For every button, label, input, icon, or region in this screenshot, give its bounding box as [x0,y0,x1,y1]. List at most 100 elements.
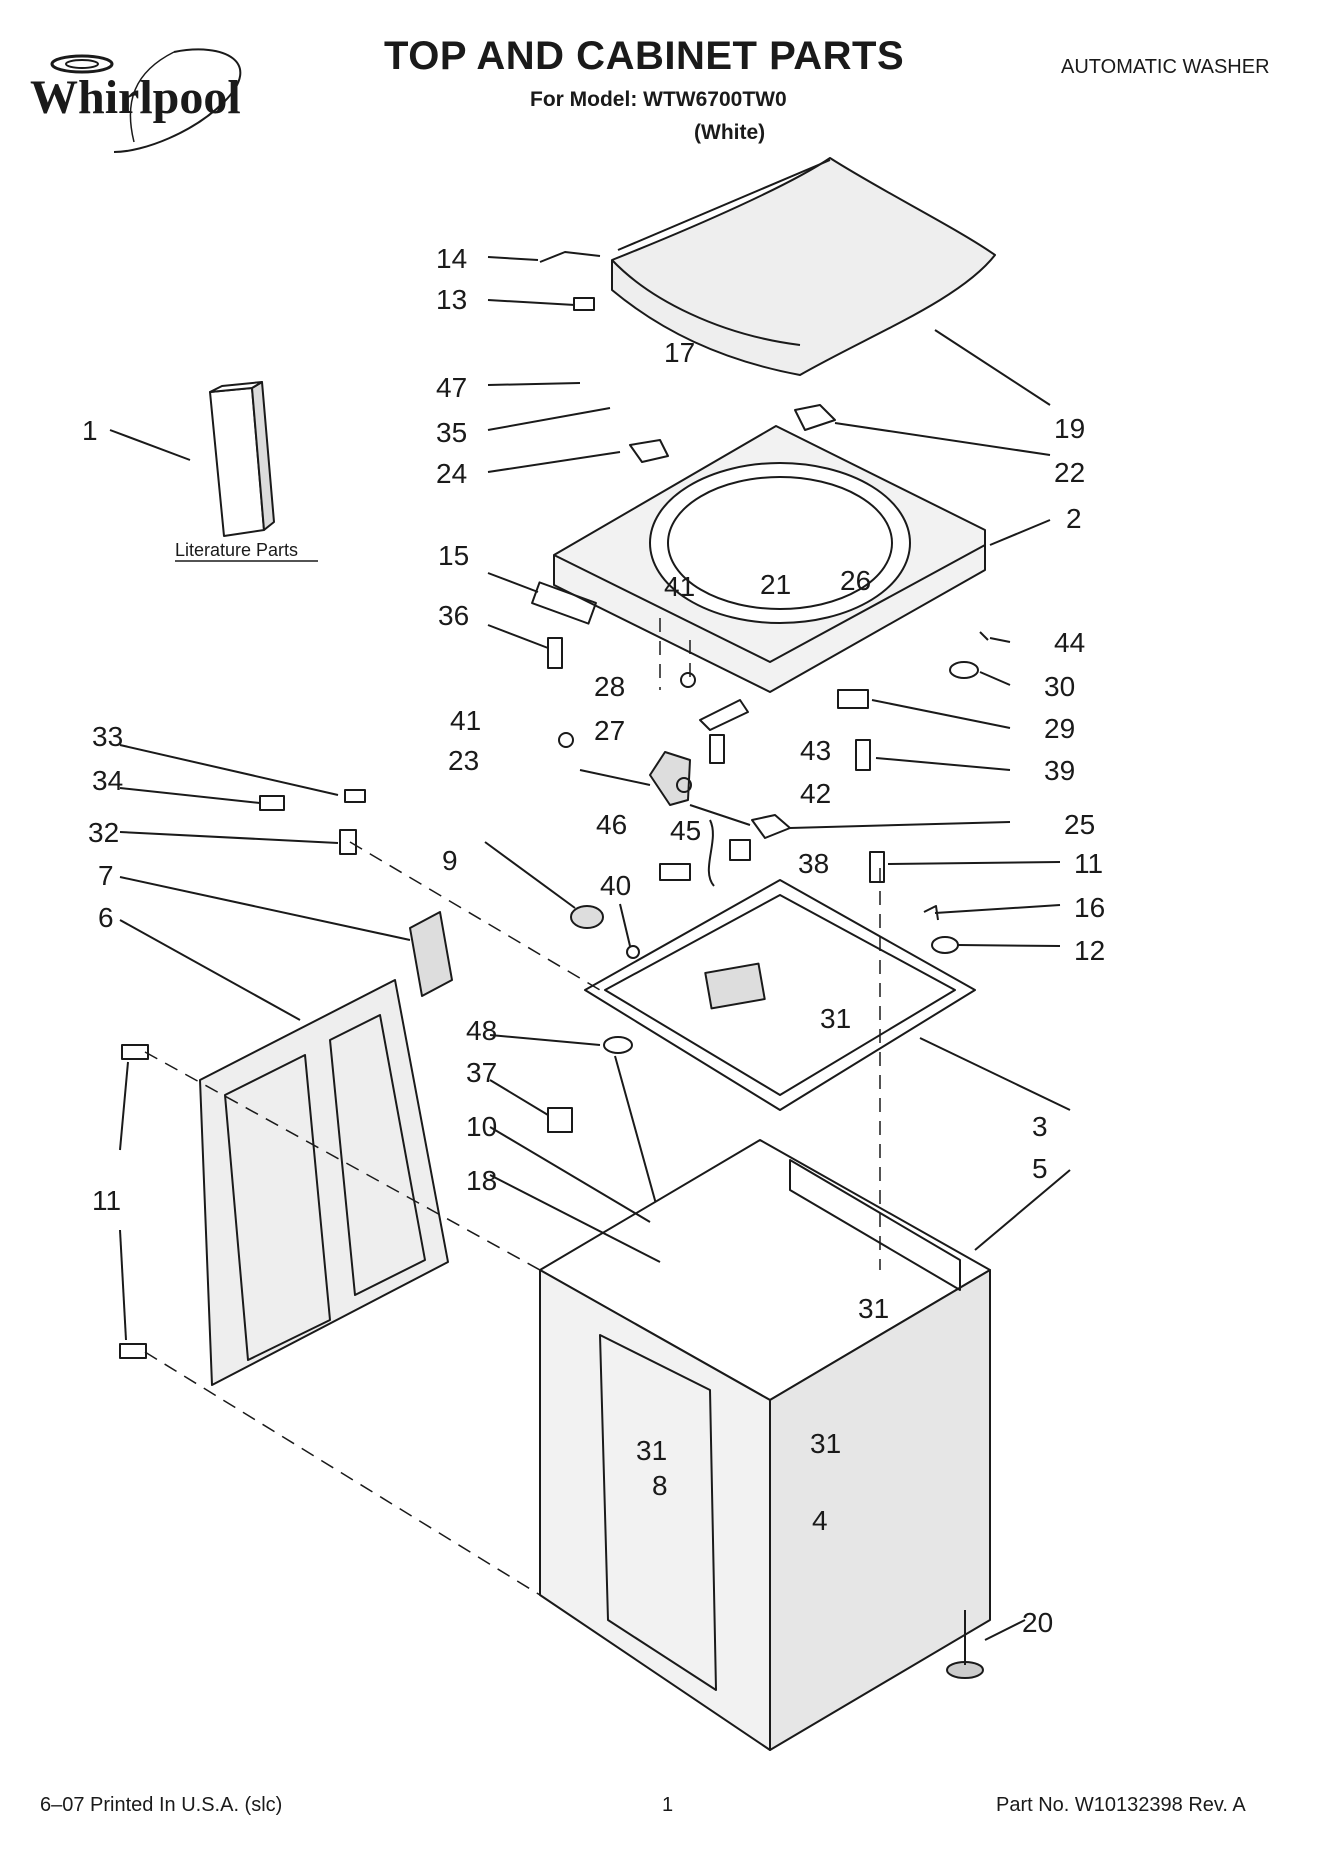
print-info: 6–07 Printed In U.S.A. (slc) [40,1794,283,1816]
logo-wordmark: Whirlpool [30,71,241,124]
callout-10: 10 [466,1111,497,1142]
clip-32-drawing [339,829,357,855]
label-33-drawing [344,789,366,803]
callout-25: 25 [1064,809,1095,840]
callout-22: 22 [1054,457,1085,488]
callout-36: 36 [438,600,469,631]
callout-41: 41 [450,705,481,736]
rod-25-drawing [689,804,751,826]
whirlpool-logo [50,48,242,153]
callout-48: 48 [466,1015,497,1046]
product-type: AUTOMATIC WASHER [1061,56,1270,78]
literature-book-drawing [209,381,275,537]
callout-leaders [109,256,1071,1641]
literature-parts-label: Literature Parts [175,540,298,560]
callout-31-cabinet-right: 31 [858,1293,889,1324]
callout-46: 46 [596,809,627,840]
hinge-rod-drawing [539,251,601,263]
clip-12-drawing [931,936,959,954]
callout-27: 27 [594,715,625,746]
lid-drawing [611,157,996,376]
hinge-bracket-22 [794,404,836,431]
callout-18: 18 [466,1165,497,1196]
leveling-foot-drawing [946,1610,984,1679]
callout-2: 2 [1066,503,1082,534]
color-variant: (White) [694,121,766,144]
cabinet-drawing [539,1139,991,1751]
screw-11-lower-drawing [119,1343,147,1359]
callout-35: 35 [436,417,467,448]
callout-15: 15 [438,540,469,571]
callout-41-top: 41 [664,571,695,602]
callout-37: 37 [466,1057,497,1088]
callout-17: 17 [664,337,695,368]
callout-32: 32 [88,817,119,848]
screw-43-drawing [709,734,725,764]
callout-13: 13 [436,284,467,315]
callout-11-left: 11 [92,1185,121,1216]
tape-38-drawing [729,839,751,861]
callout-47: 47 [436,372,467,403]
rear-panel-drawing [199,979,449,1386]
callout-31-frame: 31 [820,1003,851,1034]
callout-3: 3 [1032,1111,1048,1142]
hinge-bracket-24 [629,439,669,463]
callout-14: 14 [436,243,467,274]
grommet-40-drawing [626,945,640,959]
hinge-bolt-drawing [573,297,595,311]
harness-45-drawing [707,819,715,887]
callout-33: 33 [92,721,123,752]
bracket-7-drawing [409,911,453,997]
callout-12: 12 [1074,935,1105,966]
callout-39: 39 [1044,755,1075,786]
part-number: Part No. W10132398 Rev. A [996,1794,1246,1816]
latch-27-drawing [699,699,749,731]
callout-21: 21 [760,569,791,600]
bushing-28-drawing [680,672,696,688]
callout-40: 40 [600,870,631,901]
callout-31-cabinet-side: 31 [810,1428,841,1459]
clip-37-drawing [547,1107,573,1133]
callout-38: 38 [798,848,829,879]
clip-41-drawing [558,732,574,748]
callout-23: 23 [448,745,479,776]
callout-34: 34 [92,765,123,796]
callout-24: 24 [436,458,467,489]
screw-11-drawing [869,851,885,883]
clip-44-drawing [979,631,989,641]
callout-1: 1 [82,415,98,446]
model-number: For Model: WTW6700TW0 [530,88,787,111]
page-title: TOP AND CABINET PARTS [384,34,905,78]
pad-48-drawing [603,1036,633,1054]
callout-7: 7 [98,860,114,891]
callout-8: 8 [652,1470,668,1501]
callout-28: 28 [594,671,625,702]
callout-6: 6 [98,902,114,933]
clip-42-drawing [676,777,692,793]
lid-switch-drawing [531,581,597,625]
top-frame-drawing [584,879,976,1111]
callout-4: 4 [812,1505,828,1536]
callout-16: 16 [1074,892,1105,923]
callout-45: 45 [670,815,701,846]
screw-11-upper-drawing [121,1044,149,1060]
screw-34-drawing [259,795,285,811]
rod-23-drawing [579,769,651,786]
clip-16-drawing [923,905,939,921]
switch-29-drawing [837,689,869,709]
grommet-30-drawing [949,661,979,679]
bracket-25-drawing [751,814,791,839]
snubber-9-drawing [570,905,604,929]
callout-42: 42 [800,778,831,809]
page-number: 1 [662,1794,674,1816]
top-panel-drawing [553,425,986,693]
callout-44: 44 [1054,627,1085,658]
callout-26: 26 [840,565,871,596]
callout-43: 43 [800,735,831,766]
switch-screw-drawing [547,637,563,669]
screw-39-drawing [855,739,871,771]
callout-30: 30 [1044,671,1075,702]
callout-29: 29 [1044,713,1075,744]
